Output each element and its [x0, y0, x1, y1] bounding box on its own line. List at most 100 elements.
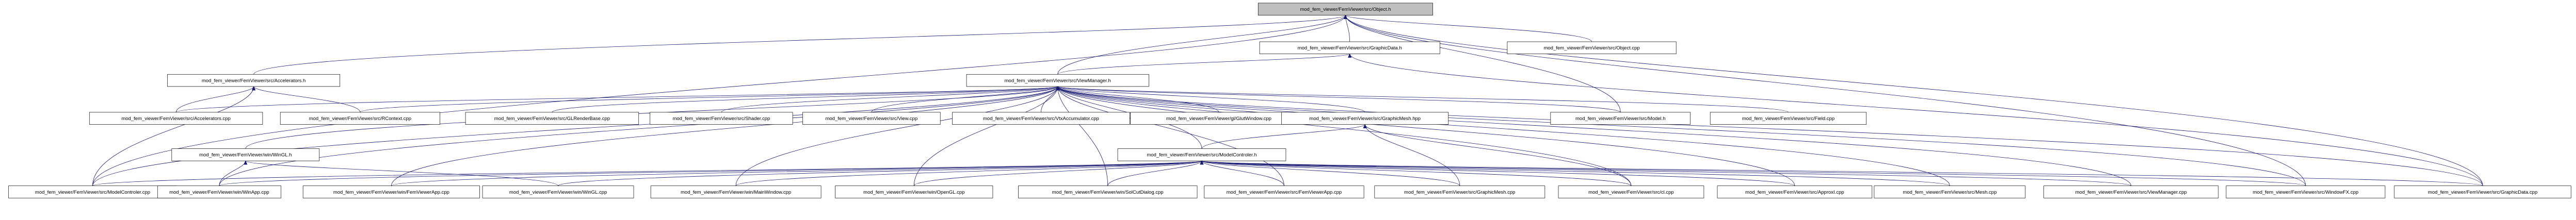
- graph-node[interactable]: mod_fem_viewer/FemViewer/src/Accelerator…: [89, 112, 263, 125]
- node-box: [171, 148, 320, 161]
- graph-node[interactable]: mod_fem_viewer/FemViewer/src/GLRenderBas…: [465, 112, 639, 125]
- graph-node[interactable]: mod_fem_viewer/FemViewer/src/Accelerator…: [167, 74, 341, 87]
- dependency-edge: [360, 86, 1058, 113]
- node-label: mod_fem_viewer/FemViewer/src/GraphicData…: [2428, 190, 2537, 195]
- graph-node[interactable]: mod_fem_viewer/FemViewer/win/OpenGL.cpp: [835, 185, 993, 198]
- arrowhead-icon: [1056, 86, 1060, 91]
- dependency-edge: [1057, 86, 1795, 186]
- dependency-edge: [219, 161, 246, 186]
- node-label: mod_fem_viewer/FemViewer/src/Mesh.cpp: [1903, 190, 1997, 195]
- graph-node[interactable]: mod_fem_viewer/FemViewer/src/Object.cpp: [1507, 41, 1677, 54]
- node-box: [89, 112, 263, 125]
- graph-node[interactable]: mod_fem_viewer/FemViewer/src/Model.h: [1550, 112, 1691, 125]
- node-label: mod_fem_viewer/FemViewer/src/ModelContro…: [1147, 153, 1257, 158]
- graph-node[interactable]: mod_fem_viewer/FemViewer/win/WinGL.cpp: [482, 185, 634, 198]
- graph-node[interactable]: mod_fem_viewer/FemViewer/src/ModelContro…: [8, 185, 177, 198]
- graph-node[interactable]: mod_fem_viewer/FemViewer/src/ApproxI.cpp: [1717, 185, 1873, 198]
- nodes-layer: mod_fem_viewer/FemViewer/src/Object.hmod…: [8, 3, 2571, 198]
- graph-node[interactable]: mod_fem_viewer/FemViewer/src/ModelContro…: [1117, 148, 1286, 161]
- node-label: mod_fem_viewer/FemViewer/src/cl.cpp: [1588, 190, 1674, 195]
- graph-node[interactable]: mod_fem_viewer/FemViewer/src/View.cpp: [802, 112, 941, 125]
- dependency-edge: [1057, 86, 1108, 186]
- node-box: [482, 185, 634, 198]
- arrowhead-icon: [252, 86, 256, 91]
- graph-node[interactable]: mod_fem_viewer/FemViewer/src/GraphicData…: [1259, 41, 1440, 54]
- graph-node[interactable]: mod_fem_viewer/FemViewer/win/WinGL.h: [171, 148, 320, 161]
- node-box: [1507, 41, 1677, 54]
- graph-node[interactable]: mod_fem_viewer/FemViewer/src/RContext.cp…: [280, 112, 440, 125]
- dependency-edge: [1057, 86, 1365, 113]
- dependency-edge: [1345, 15, 1621, 112]
- dependency-edge: [219, 160, 1202, 187]
- dependency-edge: [1107, 160, 1202, 186]
- node-box: [1018, 185, 1198, 198]
- dependency-edge: [1057, 86, 1789, 113]
- graph-node[interactable]: mod_fem_viewer/FemViewer/src/GraphicMesh…: [1281, 112, 1449, 125]
- node-box: [280, 112, 440, 125]
- dependency-edge: [1201, 160, 2306, 187]
- dependency-edge: [92, 86, 1058, 186]
- dependency-edge: [1057, 86, 2132, 186]
- dependency-edge: [1057, 86, 1950, 186]
- node-label: mod_fem_viewer/FemViewer/src/Accelerator…: [121, 116, 231, 122]
- graph-node[interactable]: mod_fem_viewer/FemViewer/src/ViewManager…: [2043, 185, 2219, 198]
- node-label: mod_fem_viewer/FemViewer/win/WinGL.cpp: [509, 190, 607, 195]
- graph-node[interactable]: mod_fem_viewer/FemViewer/win/SolCutDialo…: [1018, 185, 1198, 198]
- dependency-edge: [1345, 15, 2483, 186]
- node-label: mod_fem_viewer/FemViewer/gl/GlutWindow.c…: [1166, 116, 1271, 122]
- graph-node[interactable]: mod_fem_viewer/FemViewer/src/GraphicData…: [2394, 185, 2571, 198]
- dependency-edge: [175, 86, 1058, 113]
- graph-node[interactable]: mod_fem_viewer/FemViewer/win/WinApp.cpp: [157, 185, 281, 198]
- node-label: mod_fem_viewer/FemViewer/win/WinGL.h: [199, 153, 292, 158]
- dependency-edge: [721, 86, 1058, 113]
- node-box: [1710, 112, 1867, 125]
- graph-node[interactable]: mod_fem_viewer/FemViewer/src/FemViewerAp…: [1204, 185, 1364, 198]
- dependency-edge: [391, 86, 1058, 186]
- dependency-edge: [1201, 124, 1365, 149]
- dependency-edge: [1364, 124, 1460, 186]
- node-box: [1281, 112, 1449, 125]
- dependency-edge: [253, 86, 361, 113]
- node-label: mod_fem_viewer/FemViewer/src/VtxAccumula…: [983, 116, 1099, 122]
- dependency-edge: [1345, 15, 2306, 186]
- dependency-edge: [253, 15, 1346, 75]
- dependency-edge: [1201, 160, 1460, 187]
- node-box: [802, 112, 941, 125]
- node-label: mod_fem_viewer/FemViewer/src/View.cpp: [825, 116, 917, 122]
- dependency-edge: [558, 160, 1202, 187]
- graph-node[interactable]: mod_fem_viewer/FemViewer/win/MainWindow.…: [650, 185, 822, 198]
- graph-node[interactable]: mod_fem_viewer/FemViewer/src/Field.cpp: [1710, 112, 1867, 125]
- node-label: mod_fem_viewer/FemViewer/src/FemViewerAp…: [1227, 190, 1342, 195]
- node-box: [2394, 185, 2571, 198]
- node-label: mod_fem_viewer/FemViewer/src/Field.cpp: [1742, 116, 1834, 122]
- dependency-edge: [1057, 15, 1346, 75]
- edges-layer: [92, 14, 2483, 187]
- dependency-edge: [871, 86, 1058, 113]
- dependency-edge: [175, 86, 254, 112]
- node-label: mod_fem_viewer/FemViewer/win/WinApp.cpp: [169, 190, 269, 195]
- graph-node[interactable]: mod_fem_viewer/FemViewer/win/FemViewerAp…: [302, 185, 480, 198]
- graph-node[interactable]: mod_fem_viewer/FemViewer/src/WindowFX.cp…: [2226, 185, 2386, 198]
- node-label: mod_fem_viewer/FemViewer/win/SolCutDialo…: [1052, 190, 1164, 195]
- graph-node[interactable]: mod_fem_viewer/FemViewer/src/ViewManager…: [966, 74, 1149, 87]
- node-box: [157, 185, 281, 198]
- dependency-edge: [1201, 160, 2132, 187]
- dependency-edge: [1201, 160, 1632, 187]
- node-label: mod_fem_viewer/FemViewer/src/RContext.cp…: [309, 116, 411, 122]
- graph-node[interactable]: mod_fem_viewer/FemViewer/src/cl.cpp: [1558, 185, 1704, 198]
- node-label: mod_fem_viewer/FemViewer/src/GraphicMesh…: [1309, 116, 1421, 122]
- graph-node[interactable]: mod_fem_viewer/FemViewer/src/Mesh.cpp: [1874, 185, 2026, 198]
- graph-node[interactable]: mod_fem_viewer/FemViewer/gl/GlutWindow.c…: [1130, 112, 1308, 125]
- node-label: mod_fem_viewer/FemViewer/src/Shader.cpp: [672, 116, 770, 122]
- dependency-edge: [1201, 160, 1950, 187]
- graph-node[interactable]: mod_fem_viewer/FemViewer/src/GraphicMesh…: [1374, 185, 1545, 198]
- node-box: [966, 74, 1149, 87]
- node-label: mod_fem_viewer/FemViewer/src/ViewManager…: [2075, 190, 2187, 195]
- graph-node[interactable]: mod_fem_viewer/FemViewer/src/Shader.cpp: [650, 112, 793, 125]
- graph-node[interactable]: mod_fem_viewer/FemViewer/src/VtxAccumula…: [952, 112, 1130, 125]
- arrowhead-icon: [1200, 160, 1204, 165]
- dependency-edge: [1201, 161, 1284, 186]
- dependency-edge: [1364, 124, 1632, 186]
- dependency-edge: [92, 160, 1202, 187]
